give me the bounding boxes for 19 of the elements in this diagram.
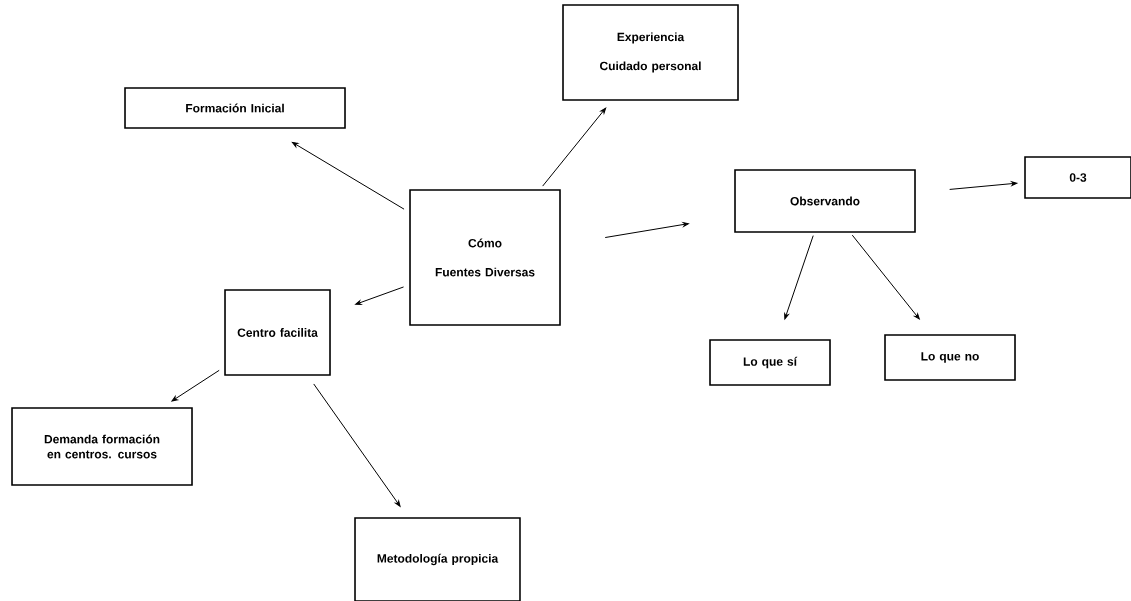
text-box: Formación Inicial xyxy=(124,87,346,129)
text-box: Experiencia Cuidado personal xyxy=(562,4,739,101)
arrow xyxy=(542,107,607,187)
arrow xyxy=(171,369,220,402)
arrow xyxy=(355,286,405,305)
arrow xyxy=(851,234,920,320)
arrow xyxy=(784,235,814,320)
arrow xyxy=(949,181,1018,190)
text-box: Demanda formación en centros. cursos xyxy=(11,407,193,486)
arrow xyxy=(313,383,401,507)
text-box: Cómo Fuentes Diversas xyxy=(409,189,561,326)
arrow xyxy=(291,141,405,210)
text-box: Metodología propicia xyxy=(354,517,521,601)
text-box: Lo que sí xyxy=(709,339,831,386)
text-box: Centro facilita xyxy=(224,289,331,376)
text-box: 0-3 xyxy=(1024,156,1131,199)
text-box: Lo que no xyxy=(884,334,1016,381)
text-box: Observando xyxy=(734,169,916,233)
arrow xyxy=(604,222,689,239)
